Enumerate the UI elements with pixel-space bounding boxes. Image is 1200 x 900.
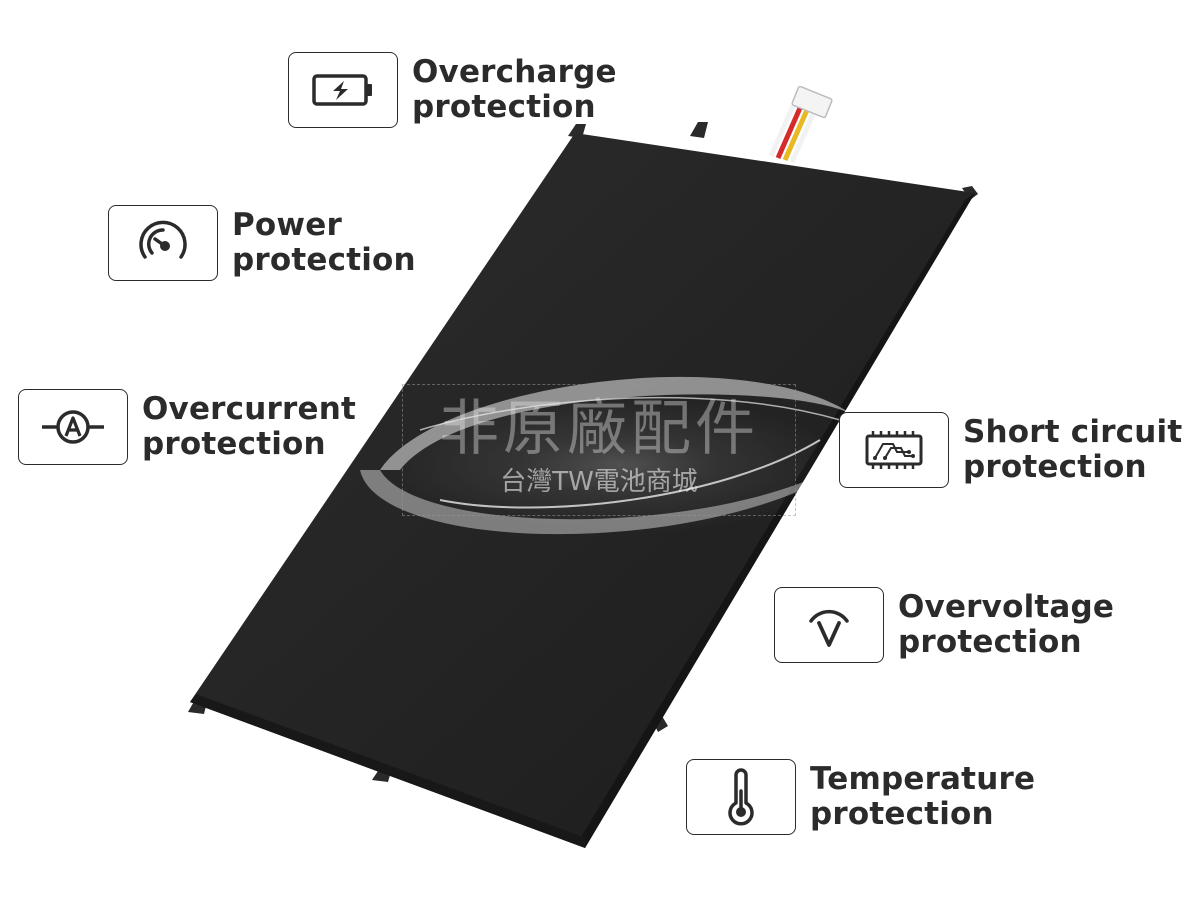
feature-temperature: Temperature protection — [686, 759, 1035, 835]
feature-overvoltage: Overvoltage protection — [774, 587, 1114, 663]
circuit-board-icon — [865, 431, 923, 469]
thermometer-icon — [728, 768, 754, 826]
feature-short-circuit-label: Short circuit protection — [963, 414, 1183, 485]
battery-wires — [768, 85, 833, 164]
feature-overcharge: Overcharge protection — [288, 52, 617, 128]
feature-overvoltage-label: Overvoltage protection — [898, 589, 1115, 660]
feature-overcurrent-box — [18, 389, 128, 465]
feature-temperature-box — [686, 759, 796, 835]
voltage-icon — [809, 609, 849, 647]
feature-short-circuit: Short circuit protection — [839, 412, 1182, 488]
feature-power-label: Power protection — [232, 207, 416, 278]
ammeter-icon — [42, 410, 104, 444]
feature-overvoltage-box — [774, 587, 884, 663]
light-swoosh — [360, 376, 880, 535]
feature-overcharge-box — [288, 52, 398, 128]
feature-temperature-label: Temperature protection — [810, 761, 1036, 832]
gauge-icon — [139, 220, 187, 259]
feature-overcurrent: Overcurrent protection — [18, 389, 356, 465]
feature-power-box — [108, 205, 218, 281]
battery-charge-icon — [312, 74, 372, 106]
feature-short-circuit-box — [839, 412, 949, 488]
feature-power: Power protection — [108, 205, 416, 281]
feature-overcurrent-label: Overcurrent protection — [142, 391, 357, 462]
feature-overcharge-label: Overcharge protection — [412, 54, 617, 125]
